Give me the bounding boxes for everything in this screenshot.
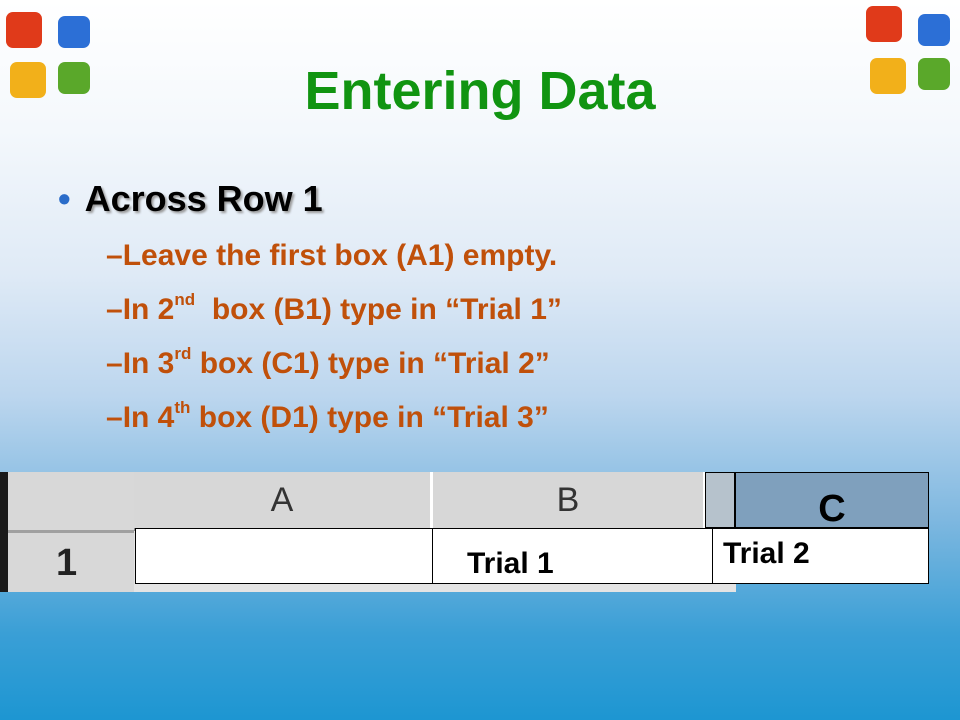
- main-bullet-text: Across Row 1: [84, 178, 323, 219]
- subpoint-text: Leave the first box (A1) empty.: [122, 239, 558, 272]
- main-bullet: • Across Row 1: [58, 178, 323, 220]
- cell-c1[interactable]: Trial 2: [712, 528, 929, 584]
- subpoint-3: –In 3rd box (C1) type in “Trial 2”: [106, 344, 550, 381]
- subpoint-4: –In 4th box (D1) type in “Trial 3”: [106, 398, 549, 435]
- subpoint-2: –In 2nd box (B1) type in “Trial 1”: [106, 290, 562, 327]
- cell-a1[interactable]: [135, 528, 433, 584]
- subpoint-text: In 3: [122, 347, 175, 380]
- dash: –: [106, 401, 123, 434]
- subpoint-text-rest: box (C1) type in “Trial 2”: [191, 347, 550, 380]
- dash: –: [106, 293, 123, 326]
- ordinal-suffix: rd: [174, 344, 192, 363]
- office-logo-icon: [862, 0, 960, 110]
- dash: –: [106, 347, 123, 380]
- column-header-a[interactable]: A: [134, 472, 433, 531]
- column-c-edge: [705, 472, 735, 528]
- column-header-c[interactable]: C: [735, 472, 929, 530]
- bullet-dot-icon: •: [58, 178, 71, 219]
- ordinal-suffix: nd: [174, 290, 196, 309]
- column-header-b[interactable]: B: [433, 472, 706, 531]
- slide-title: Entering Data: [304, 61, 656, 121]
- subpoint-text: In 4: [122, 401, 175, 434]
- subpoint-text-rest: box (B1) type in “Trial 1”: [195, 293, 562, 326]
- subpoint-text: In 2: [122, 293, 175, 326]
- cell-b1[interactable]: Trial 1: [432, 528, 713, 584]
- office-logo-icon: [2, 0, 102, 110]
- dash: –: [106, 239, 123, 272]
- row-header-1[interactable]: 1: [8, 530, 134, 590]
- ordinal-suffix: th: [174, 398, 191, 417]
- subpoint-1: –Leave the first box (A1) empty.: [106, 239, 557, 273]
- subpoint-text-rest: box (D1) type in “Trial 3”: [190, 401, 549, 434]
